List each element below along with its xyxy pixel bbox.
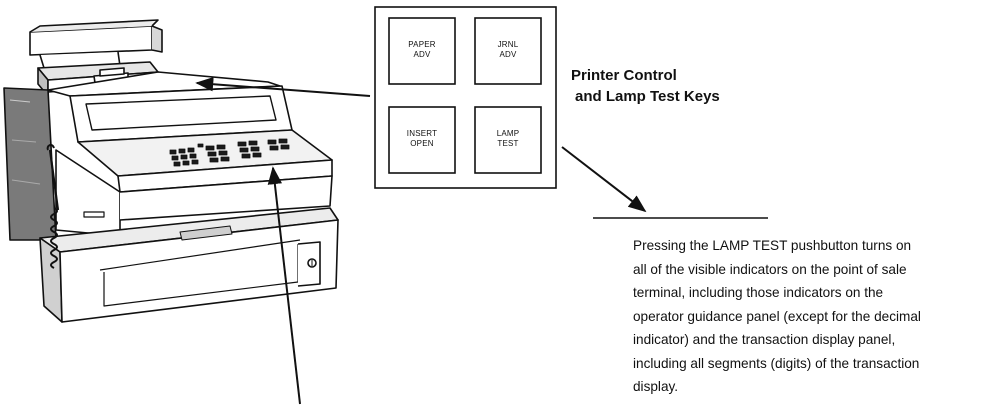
insert-open-key [388,106,456,174]
pos-terminal-illustration [3,19,339,323]
callout-title-line1: Printer Control [571,67,677,84]
description-line: including all segments (digits) of the t… [633,355,920,371]
wand-cable [46,143,60,269]
insert-open-line1: INSERT [406,129,438,138]
lamp-test-line2: TEST [497,139,519,148]
callout-title-line2: and Lamp Test Keys [575,88,720,105]
terminal-left-side [3,87,57,241]
printer-keys-arrow [195,77,371,97]
jrnl-adv-key-label: JRNL ADV [475,40,541,60]
transaction-display-panel [69,85,293,143]
printer-key-panel [374,6,557,189]
jrnl-adv-line1: JRNL [497,40,519,49]
jrnl-adv-line2: ADV [499,50,517,59]
jrnl-adv-key [474,17,542,85]
paper-adv-key-label: PAPER ADV [389,40,455,60]
lamp-test-key-label: LAMP TEST [475,129,541,149]
callout-title: Printer Control and Lamp Test Keys [571,65,720,107]
keyboard-pointer-line [267,166,301,405]
terminal-top-surface [47,71,281,97]
paper-adv-line2: ADV [413,50,431,59]
lamp-test-key [474,106,542,174]
description-line: all of the visible indicators on the poi… [633,261,907,277]
insert-open-key-label: INSERT OPEN [389,129,455,149]
insert-open-line2: OPEN [410,139,434,148]
paper-adv-line1: PAPER [408,40,436,49]
lamp-test-description: Pressing the LAMP TEST pushbutton turns … [633,234,983,399]
description-line: Pressing the LAMP TEST pushbutton turns … [633,238,912,253]
description-line: terminal, including those indicators on … [633,285,884,300]
cash-drawer [39,207,339,323]
lamp-test-line1: LAMP [496,129,520,138]
description-line: operator guidance panel (except for the … [633,308,921,324]
paper-adv-key [388,17,456,85]
customer-display [29,19,163,69]
description-line: display. [633,379,679,394]
description-line: indicator) and the transaction display p… [633,332,896,347]
lamp-test-arrow [561,146,647,213]
